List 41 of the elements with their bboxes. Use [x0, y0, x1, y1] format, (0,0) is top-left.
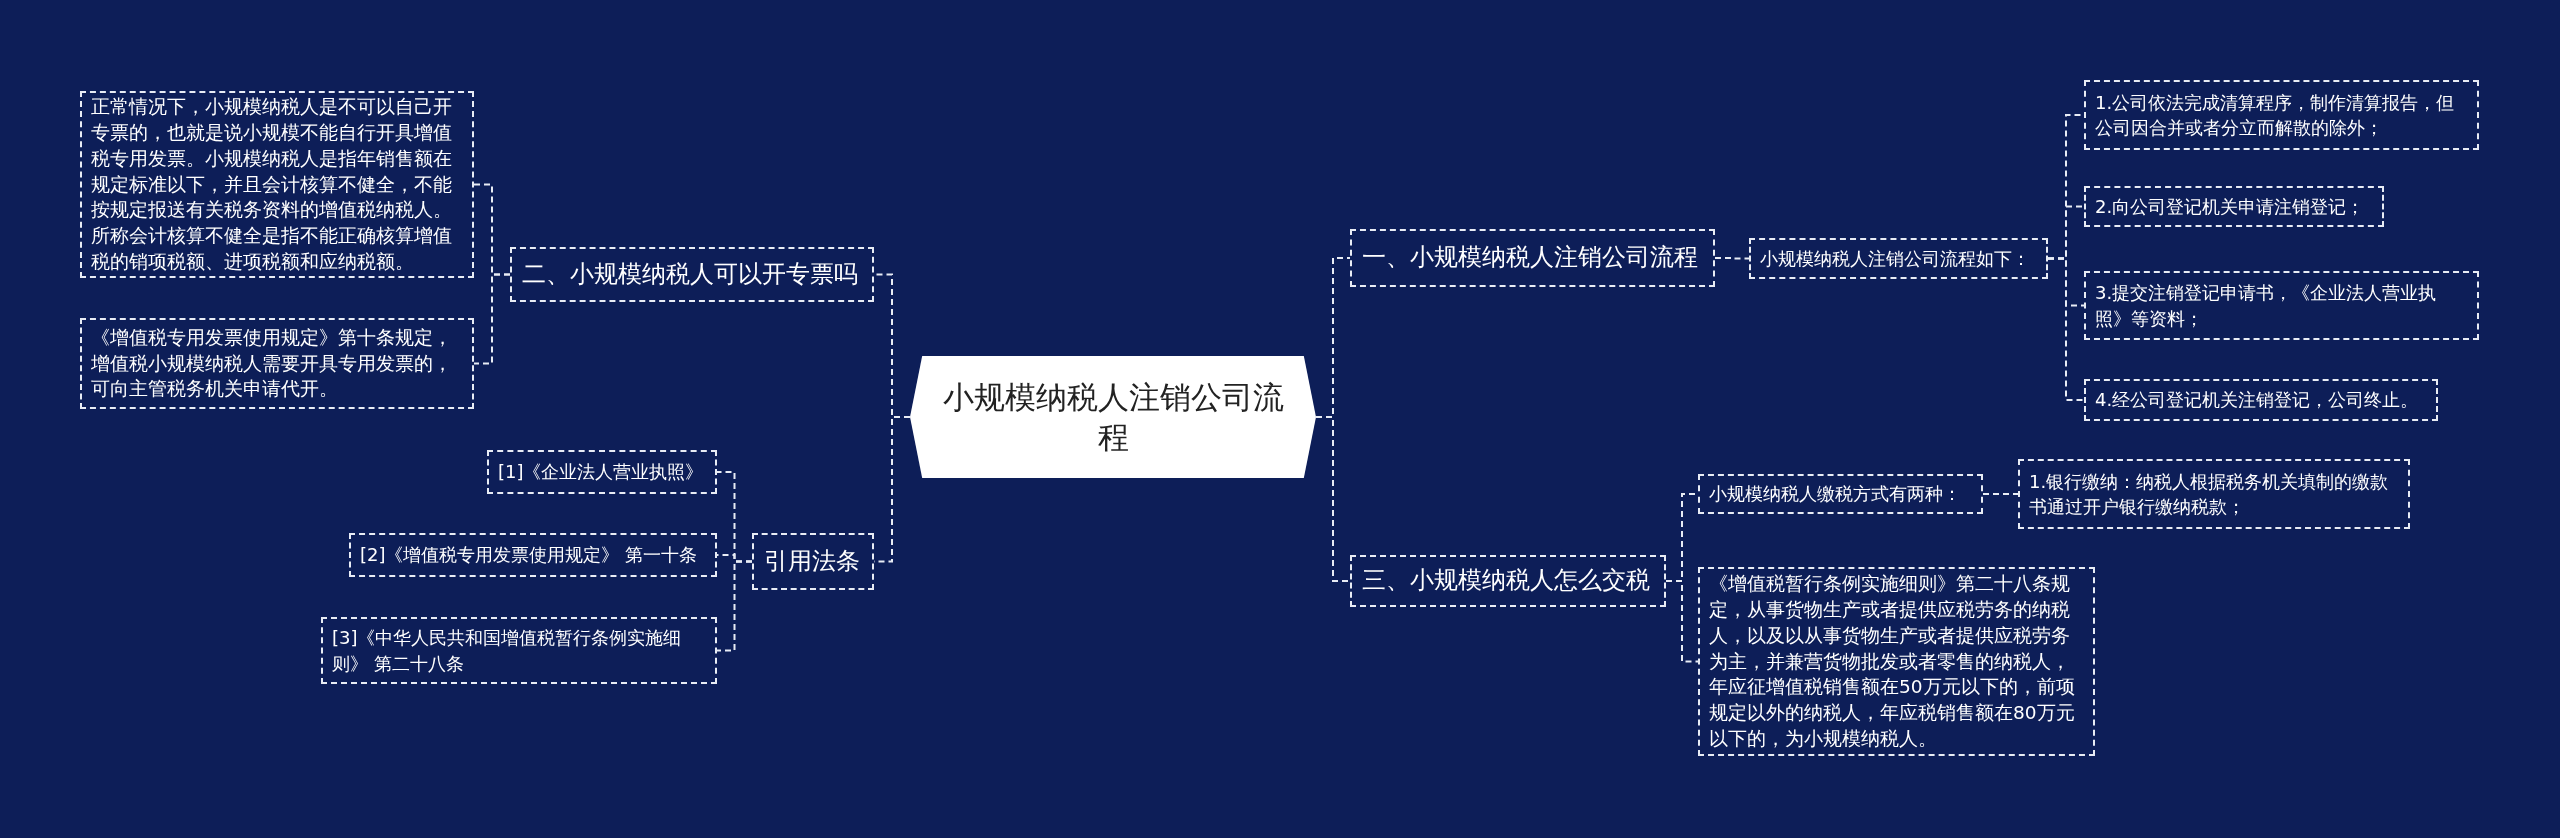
- topic-text: 三、小规模纳税人怎么交税: [1362, 565, 1650, 597]
- topic-box: [1350, 555, 1666, 607]
- topic-text: 3.提交注销登记申请书，《企业法人营业执照》等资料；: [2095, 281, 2438, 331]
- topic-box: [1350, 229, 1715, 287]
- connector-line: [1665, 580, 1699, 663]
- topic-text: [3]《中华人民共和国增值税暂行条例实施细则》 第二十八条: [332, 626, 683, 676]
- subtopic-box: [2018, 459, 2410, 529]
- topic-text: 小规模纳税人缴税方式有两种：: [1709, 482, 1961, 507]
- topic-text: 《增值税专用发票使用规定》第十条规定，增值税小规模纳税人需要开具专用发票的，可向主管税务机关申请代开。: [91, 325, 453, 402]
- connector-line: [1982, 493, 2019, 495]
- topic-text: 一、小规模纳税人注销公司流程: [1362, 242, 1698, 274]
- topic-text: 正常情况下，小规模纳税人是不可以自己开专票的，也就是说小规模不能自行开具增值税专用发票。小规模纳税人是指年销售额在规定标准以下，并且会计核算不健全，不能按规定报送有关税务资料的增值税纳税人。所称会计核算不健全是指不能正确核算增值税的销项税额、进项税额和应纳税额。: [91, 94, 453, 275]
- topic-box: [752, 533, 874, 590]
- topic-text: [1]《企业法人营业执照》: [498, 460, 704, 485]
- topic-text: 小规模纳税人注销公司流程如下：: [1760, 246, 2030, 271]
- topic-text: 1.公司依法完成清算程序，制作清算报告，但公司因合并或者分立而解散的除外；: [2095, 90, 2456, 140]
- subtopic-box: [321, 617, 717, 684]
- subtopic-box: [80, 318, 474, 409]
- topic-text: 《增值税暂行条例实施细则》第二十八条规定，从事货物生产或者提供应税劳务的纳税人，以及以从事货物生产或者提供应税劳务为主，并兼营货物批发或者零售的纳税人，年应征增值税销售额在50万元以下的，前项规定以外的纳税人，年应税销售额在80万元以下的，为小规模纳税人。: [1709, 571, 2076, 752]
- subtopic-box: [487, 450, 717, 494]
- topic-text: 4.经公司登记机关注销登记，公司终止。: [2095, 388, 2419, 413]
- connector-line: [873, 416, 911, 563]
- topic-text: 二、小规模纳税人可以开专票吗: [522, 258, 858, 290]
- topic-box: [510, 247, 874, 302]
- subtopic-box: [2084, 379, 2438, 421]
- connector-line: [716, 560, 753, 652]
- topic-text: 2.向公司登记机关申请注销登记；: [2095, 194, 2365, 219]
- subtopic-box: [2084, 271, 2479, 340]
- subtopic-box: [1698, 474, 1983, 514]
- topic-text: 引用法条: [764, 545, 860, 577]
- subtopic-box: [349, 533, 717, 577]
- connector-line: [473, 273, 511, 365]
- central-topic-text: 小规模纳税人注销公司流程: [941, 377, 1285, 457]
- connector-line: [1315, 416, 1351, 582]
- subtopic-box: [2084, 186, 2384, 227]
- topic-text: [2]《增值税专用发票使用规定》 第一十条: [360, 543, 698, 568]
- subtopic-box: [2084, 80, 2479, 150]
- topic-text: 1.银行缴纳：纳税人根据税务机关填制的缴款书通过开户银行缴纳税款；: [2029, 469, 2390, 519]
- connector-line: [2047, 257, 2085, 401]
- subtopic-box: [1749, 238, 2048, 279]
- connector-line: [1714, 257, 1750, 260]
